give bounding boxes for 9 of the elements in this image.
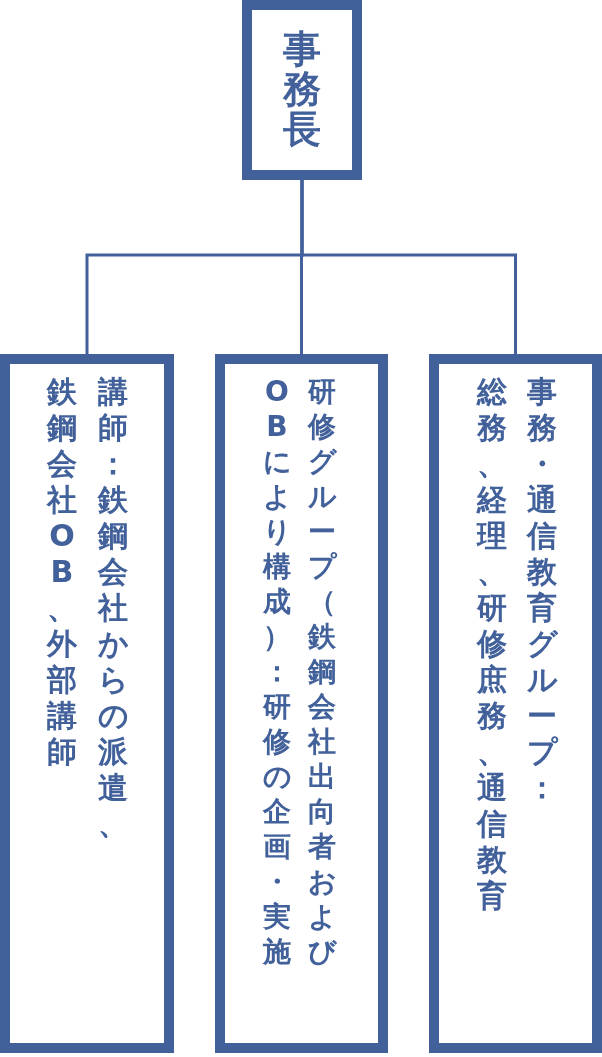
connector-line bbox=[300, 180, 517, 354]
org-box bbox=[0, 354, 174, 1053]
role-text: 研修グループ（鉄鋼会社出向者およびOBにより構成）：研修の企画・実施 bbox=[263, 374, 336, 969]
role-text: 事務長 bbox=[283, 30, 321, 150]
org-box bbox=[215, 354, 388, 1053]
role-text: 講師：鉄鋼会社からの派遣、鉄鋼会社OB、外部講師 bbox=[47, 374, 128, 842]
org-box bbox=[429, 354, 602, 1053]
org-box bbox=[242, 0, 362, 180]
role-text: 事務・通信教育グループ：総務、経理、研修庶務、通信教育 bbox=[477, 374, 557, 914]
